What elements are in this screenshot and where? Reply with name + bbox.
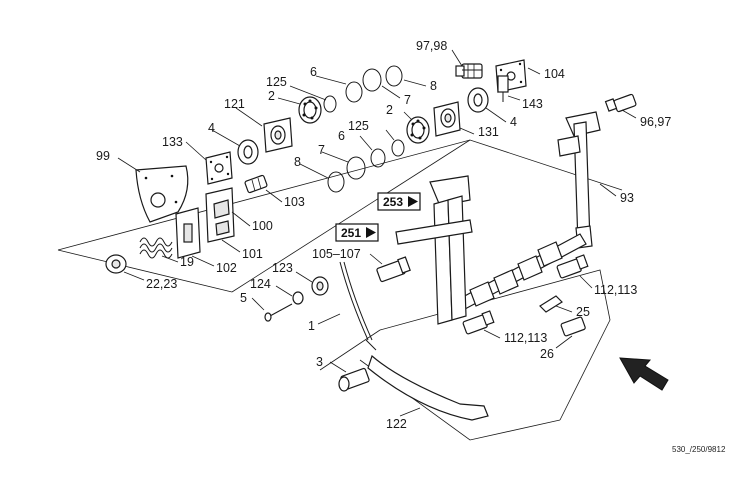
label-25: 25	[576, 305, 590, 319]
ring-7-left	[346, 156, 366, 180]
label-101: 101	[242, 247, 263, 261]
stud-143	[497, 75, 509, 102]
bolt-26	[560, 316, 586, 337]
plate-133	[205, 151, 233, 185]
washer-4-right	[467, 87, 489, 113]
label-3: 3	[316, 355, 323, 369]
circlip-6-right	[345, 81, 363, 103]
label-97-98: 97,98	[416, 39, 447, 53]
bracket-100	[205, 187, 235, 243]
plate-102	[175, 207, 201, 259]
label-99: 99	[96, 149, 110, 163]
label-103: 103	[284, 195, 305, 209]
plate-121	[263, 117, 293, 153]
leader-lines	[117, 49, 637, 417]
label-4-right: 4	[510, 115, 517, 129]
ring-7-right	[362, 68, 382, 92]
label-26: 26	[540, 347, 554, 361]
label-5: 5	[240, 291, 247, 305]
label-100: 100	[252, 219, 273, 233]
spring-arm-1	[339, 261, 377, 351]
direction-arrow-icon	[619, 357, 669, 391]
bushing-124	[292, 291, 304, 305]
label-7-mid: 7	[318, 143, 325, 157]
bearing-2-right	[406, 116, 430, 144]
label-4-left: 4	[208, 121, 215, 135]
label-96-97: 96,97	[640, 115, 671, 129]
cover-plate-99	[135, 165, 189, 223]
circlip-8-right	[385, 65, 403, 87]
drawing-code: 530_/250/9812	[672, 445, 726, 454]
reference-tag-251: 251	[335, 223, 379, 242]
circlip-125-left	[323, 95, 337, 113]
reference-tag-251-text: 251	[341, 226, 361, 240]
bolt-96-97	[604, 93, 637, 113]
bolt-112-113-upper	[556, 254, 589, 279]
label-19: 19	[180, 255, 194, 269]
label-112-113-upper: 112,113	[594, 283, 637, 297]
nut-22-23	[105, 254, 127, 274]
label-143: 143	[522, 97, 543, 111]
label-8-mid: 8	[294, 155, 301, 169]
plate-25	[539, 295, 563, 313]
cam-shaft	[445, 233, 587, 317]
part-labels: 97,98 104 143 96,97 6 8 7 125 2 121 4 4 …	[96, 39, 671, 431]
tine-122	[367, 354, 489, 421]
bolt-5	[264, 303, 293, 322]
label-93: 93	[620, 191, 634, 205]
frame-93	[557, 111, 601, 249]
label-2-right: 2	[386, 103, 393, 117]
spring-19	[139, 237, 173, 259]
washer-4-left	[237, 139, 259, 165]
label-102: 102	[216, 261, 237, 275]
label-105-107: 105–107	[312, 247, 361, 261]
bolt-112-113-lower	[462, 310, 495, 335]
bolt-97-98	[455, 63, 483, 79]
bolt-105-107	[376, 256, 411, 283]
bearing-2-left	[298, 96, 322, 124]
label-6-top: 6	[310, 65, 317, 79]
bolt-103	[244, 174, 268, 194]
plate-131	[433, 101, 461, 137]
label-122: 122	[386, 417, 407, 431]
label-125-top: 125	[266, 75, 287, 89]
label-8-top: 8	[430, 79, 437, 93]
label-2-left: 2	[268, 89, 275, 103]
label-125-mid: 125	[348, 119, 369, 133]
reference-tag-253-text: 253	[383, 195, 403, 209]
circlip-125-right	[391, 139, 405, 157]
label-22-23: 22,23	[146, 277, 177, 291]
bolt-3	[338, 367, 370, 392]
lever-assembly	[395, 175, 473, 325]
label-1: 1	[308, 319, 315, 333]
washer-123	[311, 276, 329, 296]
label-123: 123	[272, 261, 293, 275]
label-104: 104	[544, 67, 565, 81]
label-121: 121	[224, 97, 245, 111]
circlip-8-left	[327, 171, 345, 193]
label-7-top: 7	[404, 93, 411, 107]
reference-tag-253: 253	[377, 192, 421, 211]
circlip-6-left	[370, 148, 386, 168]
label-124: 124	[250, 277, 271, 291]
label-6-mid: 6	[338, 129, 345, 143]
label-133: 133	[162, 135, 183, 149]
label-131: 131	[478, 125, 499, 139]
label-112-113-lower: 112,113	[504, 331, 547, 345]
